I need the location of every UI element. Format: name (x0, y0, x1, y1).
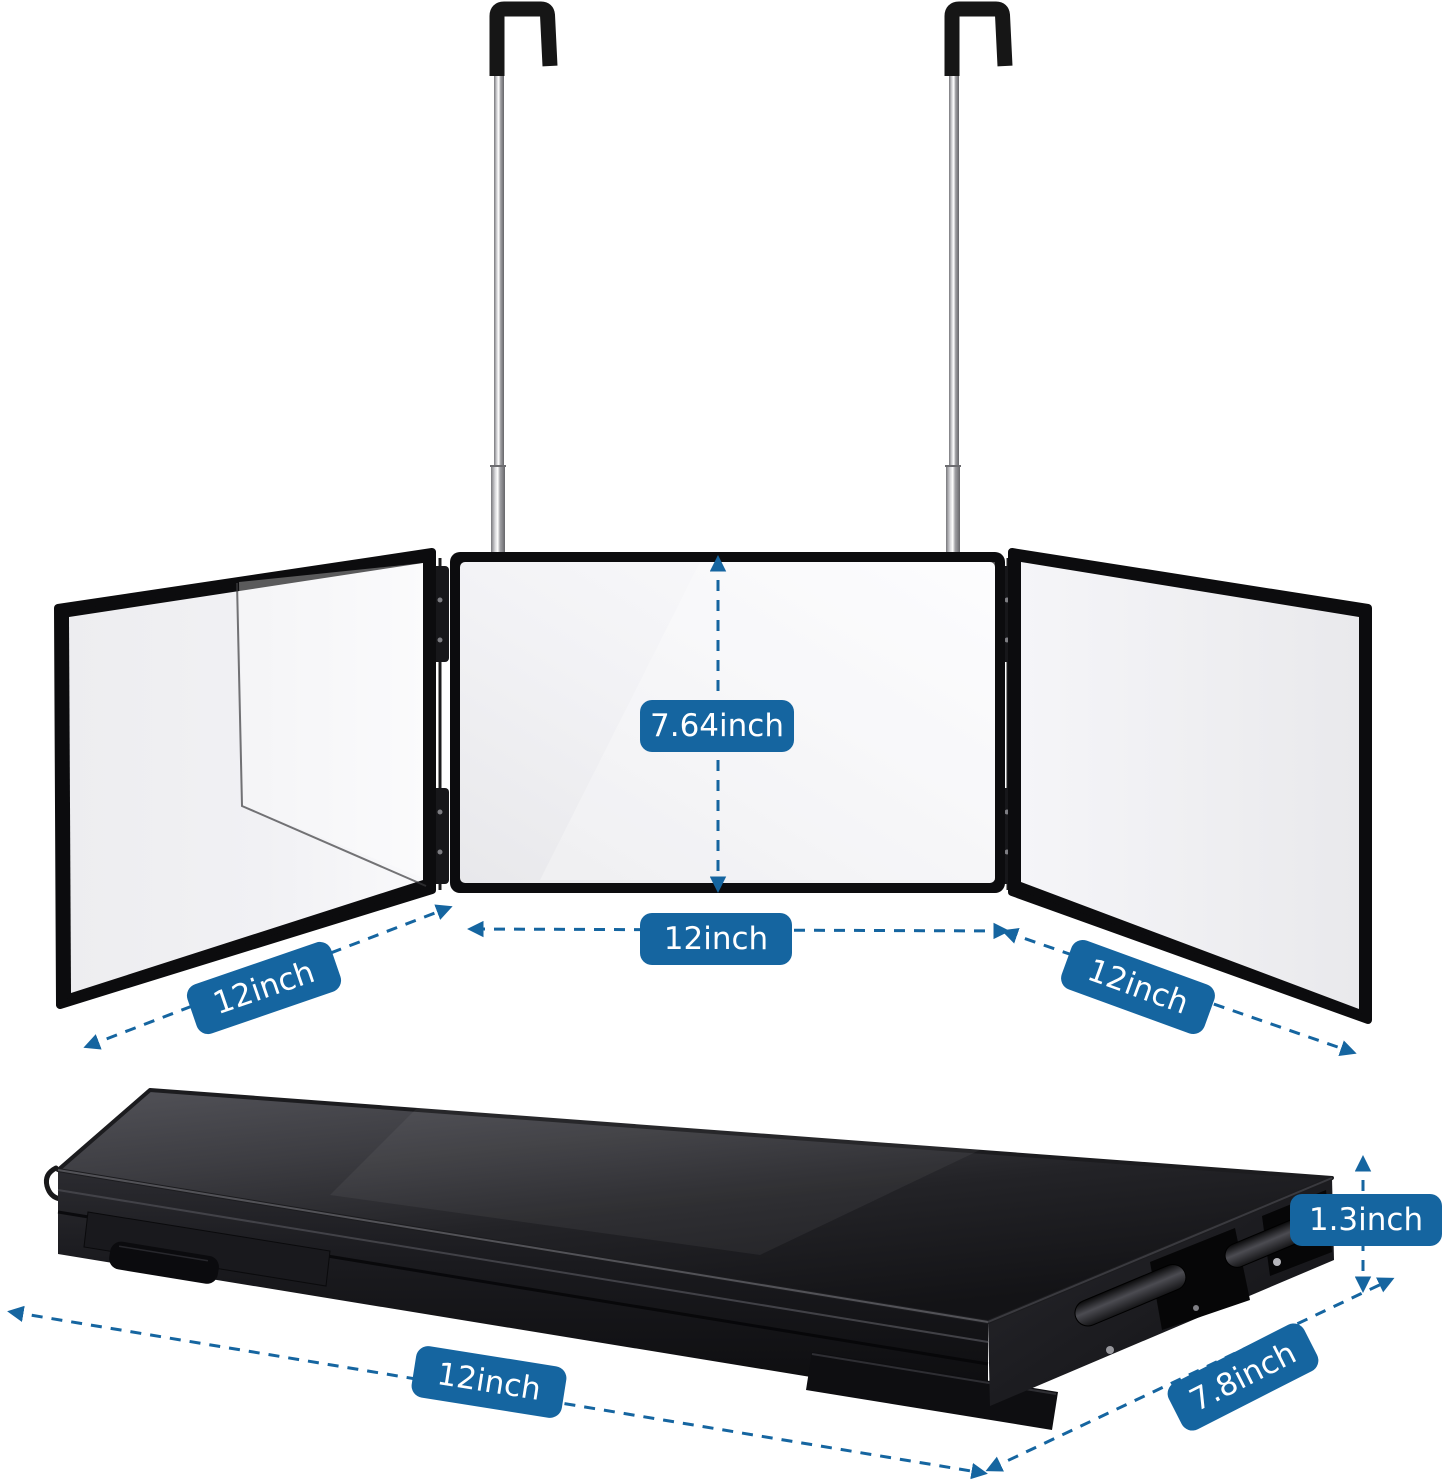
left-panel-fold-reflection-line (236, 582, 427, 887)
dim-line-case-length (7, 1305, 988, 1480)
right-mirror-panel (1008, 548, 1372, 1024)
left-panel-reflection-highlight (239, 563, 423, 878)
dim-line-left-width (83, 904, 453, 1050)
rod-lower-right (946, 465, 960, 557)
left-mirror-panel (54, 548, 436, 1009)
case-top-front-edge-highlight (57, 1169, 989, 1323)
rod-lower-left (491, 465, 505, 557)
folded-case (43, 1088, 1334, 1430)
case-drawer-handle-left (109, 1241, 219, 1284)
case-wire-hook-icon (43, 1165, 63, 1202)
left-panel-glass (69, 563, 423, 993)
dimension-label-center-height: 7.64inch (640, 700, 794, 752)
door-hook-right-icon (944, 1, 1013, 76)
case-hinge-screw (1273, 1258, 1281, 1266)
case-hinge-screw (1106, 1346, 1114, 1354)
hanger-right (944, 1, 1013, 557)
right-panel-glass (1021, 562, 1359, 1009)
dimension-label-case-thickness: 1.3inch (1290, 1194, 1442, 1246)
case-hinge-screw (1193, 1305, 1199, 1311)
case-front-recess (83, 1211, 331, 1287)
hanger-left (489, 1, 558, 557)
door-hook-left-icon (489, 1, 558, 76)
rod-upper-right (949, 58, 959, 468)
case-top-sheen (330, 1105, 980, 1255)
rod-upper-left (494, 58, 504, 468)
dimension-label-center-width: 12inch (640, 913, 792, 965)
